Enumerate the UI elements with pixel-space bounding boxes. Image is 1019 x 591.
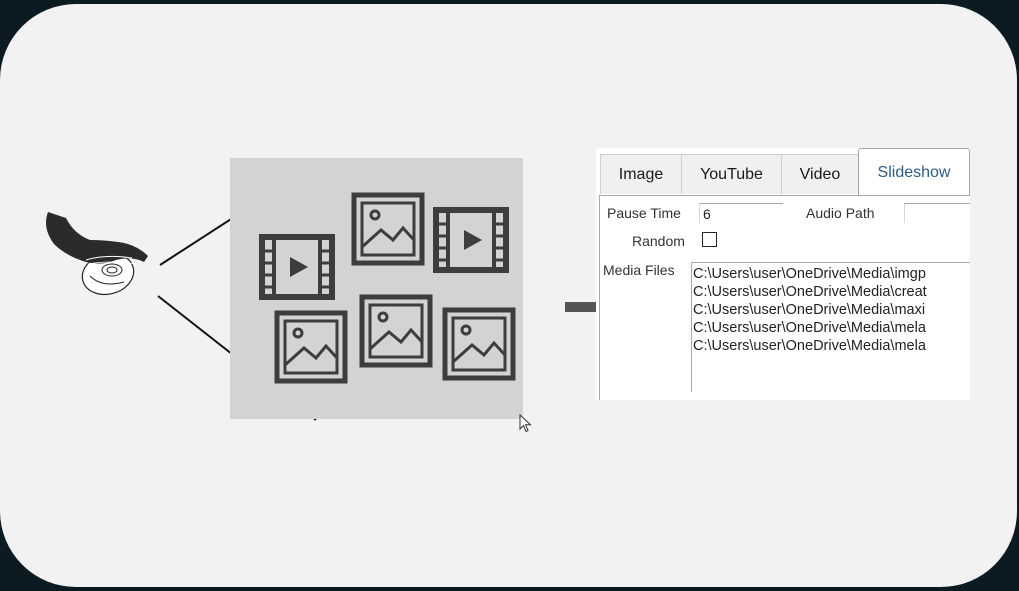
cursor-icon: [519, 414, 532, 433]
audio-path-input[interactable]: [904, 203, 970, 223]
random-checkbox[interactable]: [702, 232, 717, 247]
media-drop-area[interactable]: [230, 158, 523, 419]
media-files-label: Media Files: [603, 262, 675, 278]
list-item[interactable]: C:\Users\user\OneDrive\Media\mela: [693, 320, 926, 336]
tab-youtube[interactable]: YouTube: [681, 154, 782, 194]
image-icon: [442, 307, 516, 381]
media-settings-panel: Image YouTube Video Slideshow Pause Time…: [596, 148, 970, 400]
audio-path-label: Audio Path: [806, 205, 875, 221]
image-icon: [274, 310, 348, 384]
slideshow-tab-content: Pause Time Audio Path Random Media Files…: [599, 195, 970, 400]
random-label: Random: [632, 233, 685, 249]
media-files-list[interactable]: C:\Users\user\OneDrive\Media\imgp C:\Use…: [691, 262, 970, 392]
tab-slideshow[interactable]: Slideshow: [858, 148, 970, 196]
pause-time-input[interactable]: [699, 203, 783, 223]
pause-time-label: Pause Time: [607, 205, 681, 221]
tab-bar: Image YouTube Video Slideshow: [596, 148, 970, 196]
list-item[interactable]: C:\Users\user\OneDrive\Media\creat: [693, 284, 927, 300]
slide-canvas: Image YouTube Video Slideshow Pause Time…: [0, 4, 1017, 587]
hand-icon: [46, 212, 148, 265]
image-icon: [351, 192, 425, 266]
tab-video[interactable]: Video: [781, 154, 859, 194]
image-icon: [359, 294, 433, 368]
film-icon: [259, 234, 335, 300]
tab-image[interactable]: Image: [600, 154, 682, 194]
list-item[interactable]: C:\Users\user\OneDrive\Media\mela: [693, 338, 926, 354]
list-item[interactable]: C:\Users\user\OneDrive\Media\maxi: [693, 302, 926, 318]
list-item[interactable]: C:\Users\user\OneDrive\Media\imgp: [693, 266, 926, 282]
hand-mouse-icon: [46, 212, 148, 296]
film-icon: [433, 207, 509, 273]
